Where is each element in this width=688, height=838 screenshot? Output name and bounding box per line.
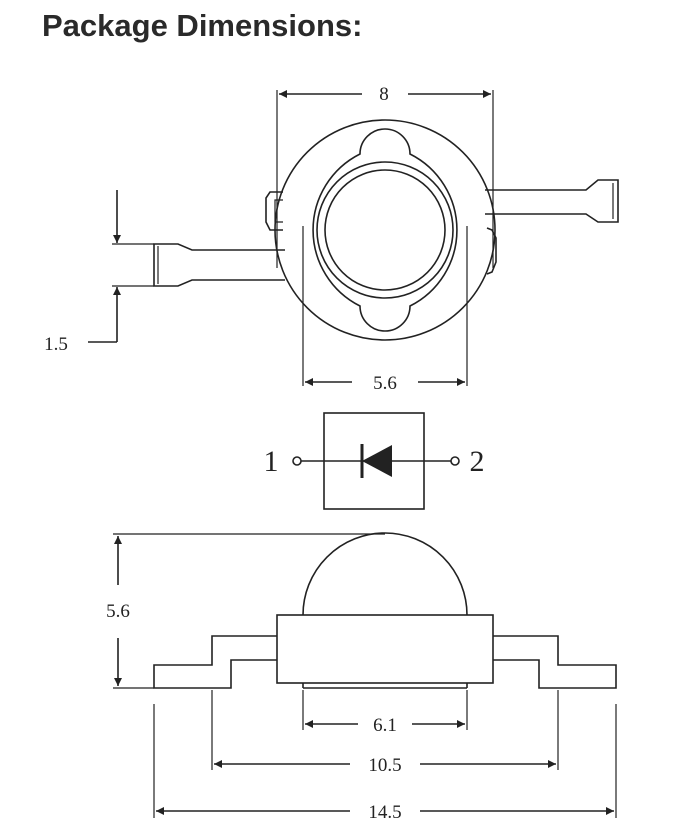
dim-lens-diameter: 5.6 (373, 373, 397, 394)
side-view: 5.6 6.1 10.5 14.5 (106, 532, 617, 823)
dim-side-height: 5.6 (106, 601, 130, 622)
dim-lead-thickness: 1.5 (44, 334, 68, 355)
pin2-label: 2 (470, 445, 485, 478)
dim-top-width: 8 (379, 84, 389, 105)
dim-total-length: 14.5 (368, 802, 401, 823)
pin1-label: 1 (264, 445, 279, 478)
dim-body-bottom: 6.1 (373, 715, 397, 736)
pin1-terminal (292, 456, 302, 466)
pin2-terminal (450, 456, 460, 466)
dim-lead-span: 10.5 (368, 755, 401, 776)
schematic-symbol: 1 2 (264, 412, 485, 510)
page-title: Package Dimensions: (42, 8, 363, 43)
top-view: 8 1.5 5.6 (44, 84, 619, 394)
diode-icon (362, 445, 392, 477)
